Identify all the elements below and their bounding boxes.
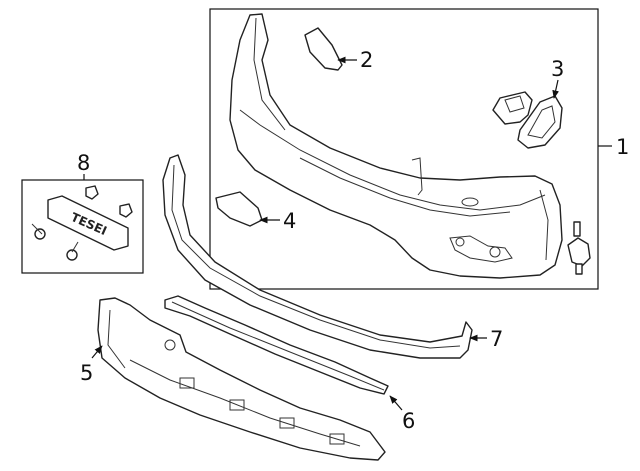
bumper-side-bracket [567,221,591,275]
part-5-absorber [97,297,386,461]
part-4-reflector [215,191,263,227]
callout-5: 5 [80,361,93,385]
part-3-bezel [492,91,563,149]
leader-6 [389,395,403,411]
callout-6: 6 [402,409,415,433]
part-8-emblem: TESEI [47,195,129,251]
callout-4: 4 [283,209,296,233]
callout-7: 7 [490,327,503,351]
leader-3 [552,79,559,99]
callout-1: 1 [616,135,629,159]
bumper-cover-part [229,13,563,279]
part-2-cap [304,27,343,71]
part-6-strip [164,295,389,395]
callout-2: 2 [360,48,373,72]
leader-5 [91,345,103,359]
part-7-valance [162,154,473,359]
callout-3: 3 [551,57,564,81]
part-8-fasteners [31,185,133,261]
callout-8: 8 [77,151,90,175]
bumper-assembly-frame [209,8,599,290]
part-8-hardware-frame [21,179,144,274]
